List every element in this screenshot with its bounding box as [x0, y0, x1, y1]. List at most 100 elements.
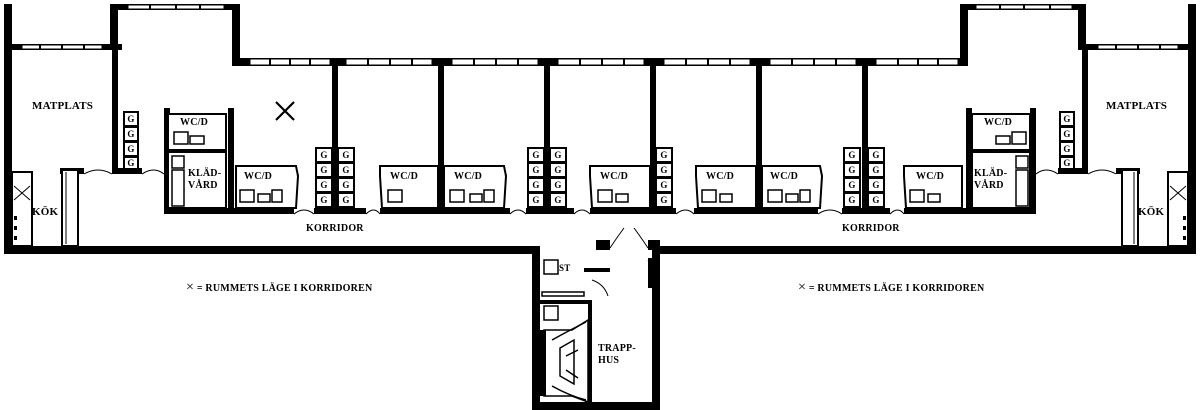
locker-g-label: G [554, 150, 562, 160]
wall [228, 108, 234, 214]
label-trapphus: TRAPP- HUS [598, 343, 636, 367]
locker-g-label: G [660, 165, 668, 175]
locker-g-label: G [342, 165, 350, 175]
locker-g-label: G [848, 150, 856, 160]
locker-g-label: G [872, 180, 880, 190]
locker-g-label: G [532, 180, 540, 190]
wall [1078, 4, 1086, 50]
wall [4, 4, 12, 254]
locker-g-label: G [127, 158, 135, 168]
locker-g-label: G [1063, 144, 1071, 154]
locker-g-label: G [1063, 129, 1071, 139]
locker-g-label: G [532, 165, 540, 175]
wall [588, 300, 592, 402]
wall [232, 208, 294, 214]
locker-g-label: G [660, 150, 668, 160]
wall [112, 50, 118, 172]
legend-right: × = RUMMETS LÄGE I KORRIDOREN [798, 280, 984, 296]
locker-g-label: G [320, 165, 328, 175]
wall [314, 208, 366, 214]
locker-g-label: G [554, 180, 562, 190]
wall [332, 66, 338, 214]
label-kladvard-line2: VÅRD [974, 180, 1004, 191]
label-kok-left: KÖK [32, 206, 59, 218]
label-wcd: WC/D [390, 171, 419, 182]
wall [652, 246, 660, 410]
wall [966, 108, 972, 214]
locker-g-label: G [532, 150, 540, 160]
locker-g-label: G [848, 165, 856, 175]
wall [862, 66, 868, 214]
locker-g-label: G [1063, 158, 1071, 168]
bathroom-fixtures [173, 131, 1027, 203]
locker-g-label: G [127, 114, 135, 124]
wall [538, 300, 592, 304]
wall [660, 246, 1196, 254]
wall [380, 208, 510, 214]
wall [112, 168, 142, 174]
label-wcd: WC/D [984, 117, 1013, 128]
windows [21, 4, 1179, 66]
wall [694, 208, 818, 214]
locker-g-label: G [660, 180, 668, 190]
locker-g-label: G [532, 195, 540, 205]
label-kladvard-right: KLÄD- VÅRD [974, 168, 1007, 192]
label-wcd: WC/D [244, 171, 273, 182]
label-wcd: WC/D [600, 171, 629, 182]
wall [842, 208, 890, 214]
wall [1058, 168, 1088, 174]
wall [164, 208, 228, 214]
wall [526, 208, 574, 214]
locker-g-label: G [127, 144, 135, 154]
locker-g-label: G [554, 195, 562, 205]
label-wcd: WC/D [180, 117, 209, 128]
room-marker-x [275, 101, 295, 121]
wall [596, 240, 610, 250]
locker-g-label: G [342, 150, 350, 160]
wall [648, 240, 660, 250]
locker-g-label: G [848, 195, 856, 205]
locker-g-label: G [320, 180, 328, 190]
label-wcd: WC/D [916, 171, 945, 182]
label-kladvard-line1: KLÄD- [974, 168, 1008, 179]
locker-g-label: G [848, 180, 856, 190]
locker-g-label: G [554, 165, 562, 175]
label-kok-right: KÖK [1138, 206, 1165, 218]
locker-g-label: G [342, 180, 350, 190]
wall [1030, 108, 1036, 214]
locker-g-label: G [1063, 114, 1071, 124]
legend-left: × = RUMMETS LÄGE I KORRIDOREN [186, 280, 372, 296]
locker-g-label: G [127, 129, 135, 139]
legend-x-icon: × [798, 280, 807, 295]
label-wcd: WC/D [706, 171, 735, 182]
wall [590, 208, 676, 214]
wall [532, 246, 540, 410]
wall [544, 66, 550, 214]
label-wcd: WC/D [454, 171, 483, 182]
door-swings [83, 169, 1117, 297]
wall [584, 268, 610, 272]
wall [648, 258, 654, 288]
label-trapphus-line1: TRAPP- [598, 343, 636, 354]
locker-g-label: G [872, 165, 880, 175]
wall [532, 402, 660, 410]
wall [650, 66, 656, 214]
wall [756, 66, 762, 214]
label-korridor-left: KORRIDOR [306, 223, 364, 234]
label-korridor-right: KORRIDOR [842, 223, 900, 234]
locker-boxes [123, 111, 1075, 208]
wall [438, 66, 444, 214]
locker-g-label: G [320, 195, 328, 205]
locker-g-label: G [320, 150, 328, 160]
label-kladvard-line2: VÅRD [188, 180, 218, 191]
label-trapphus-line2: HUS [598, 355, 620, 366]
locker-g-label: G [342, 195, 350, 205]
legend-text: = RUMMETS LÄGE I KORRIDOREN [196, 283, 373, 294]
wall [4, 246, 540, 254]
wall [904, 208, 966, 214]
locker-g-label: G [660, 195, 668, 205]
label-kladvard-left: KLÄD- VÅRD [188, 168, 221, 192]
wall [110, 4, 118, 50]
label-kladvard-line1: KLÄD- [188, 168, 222, 179]
